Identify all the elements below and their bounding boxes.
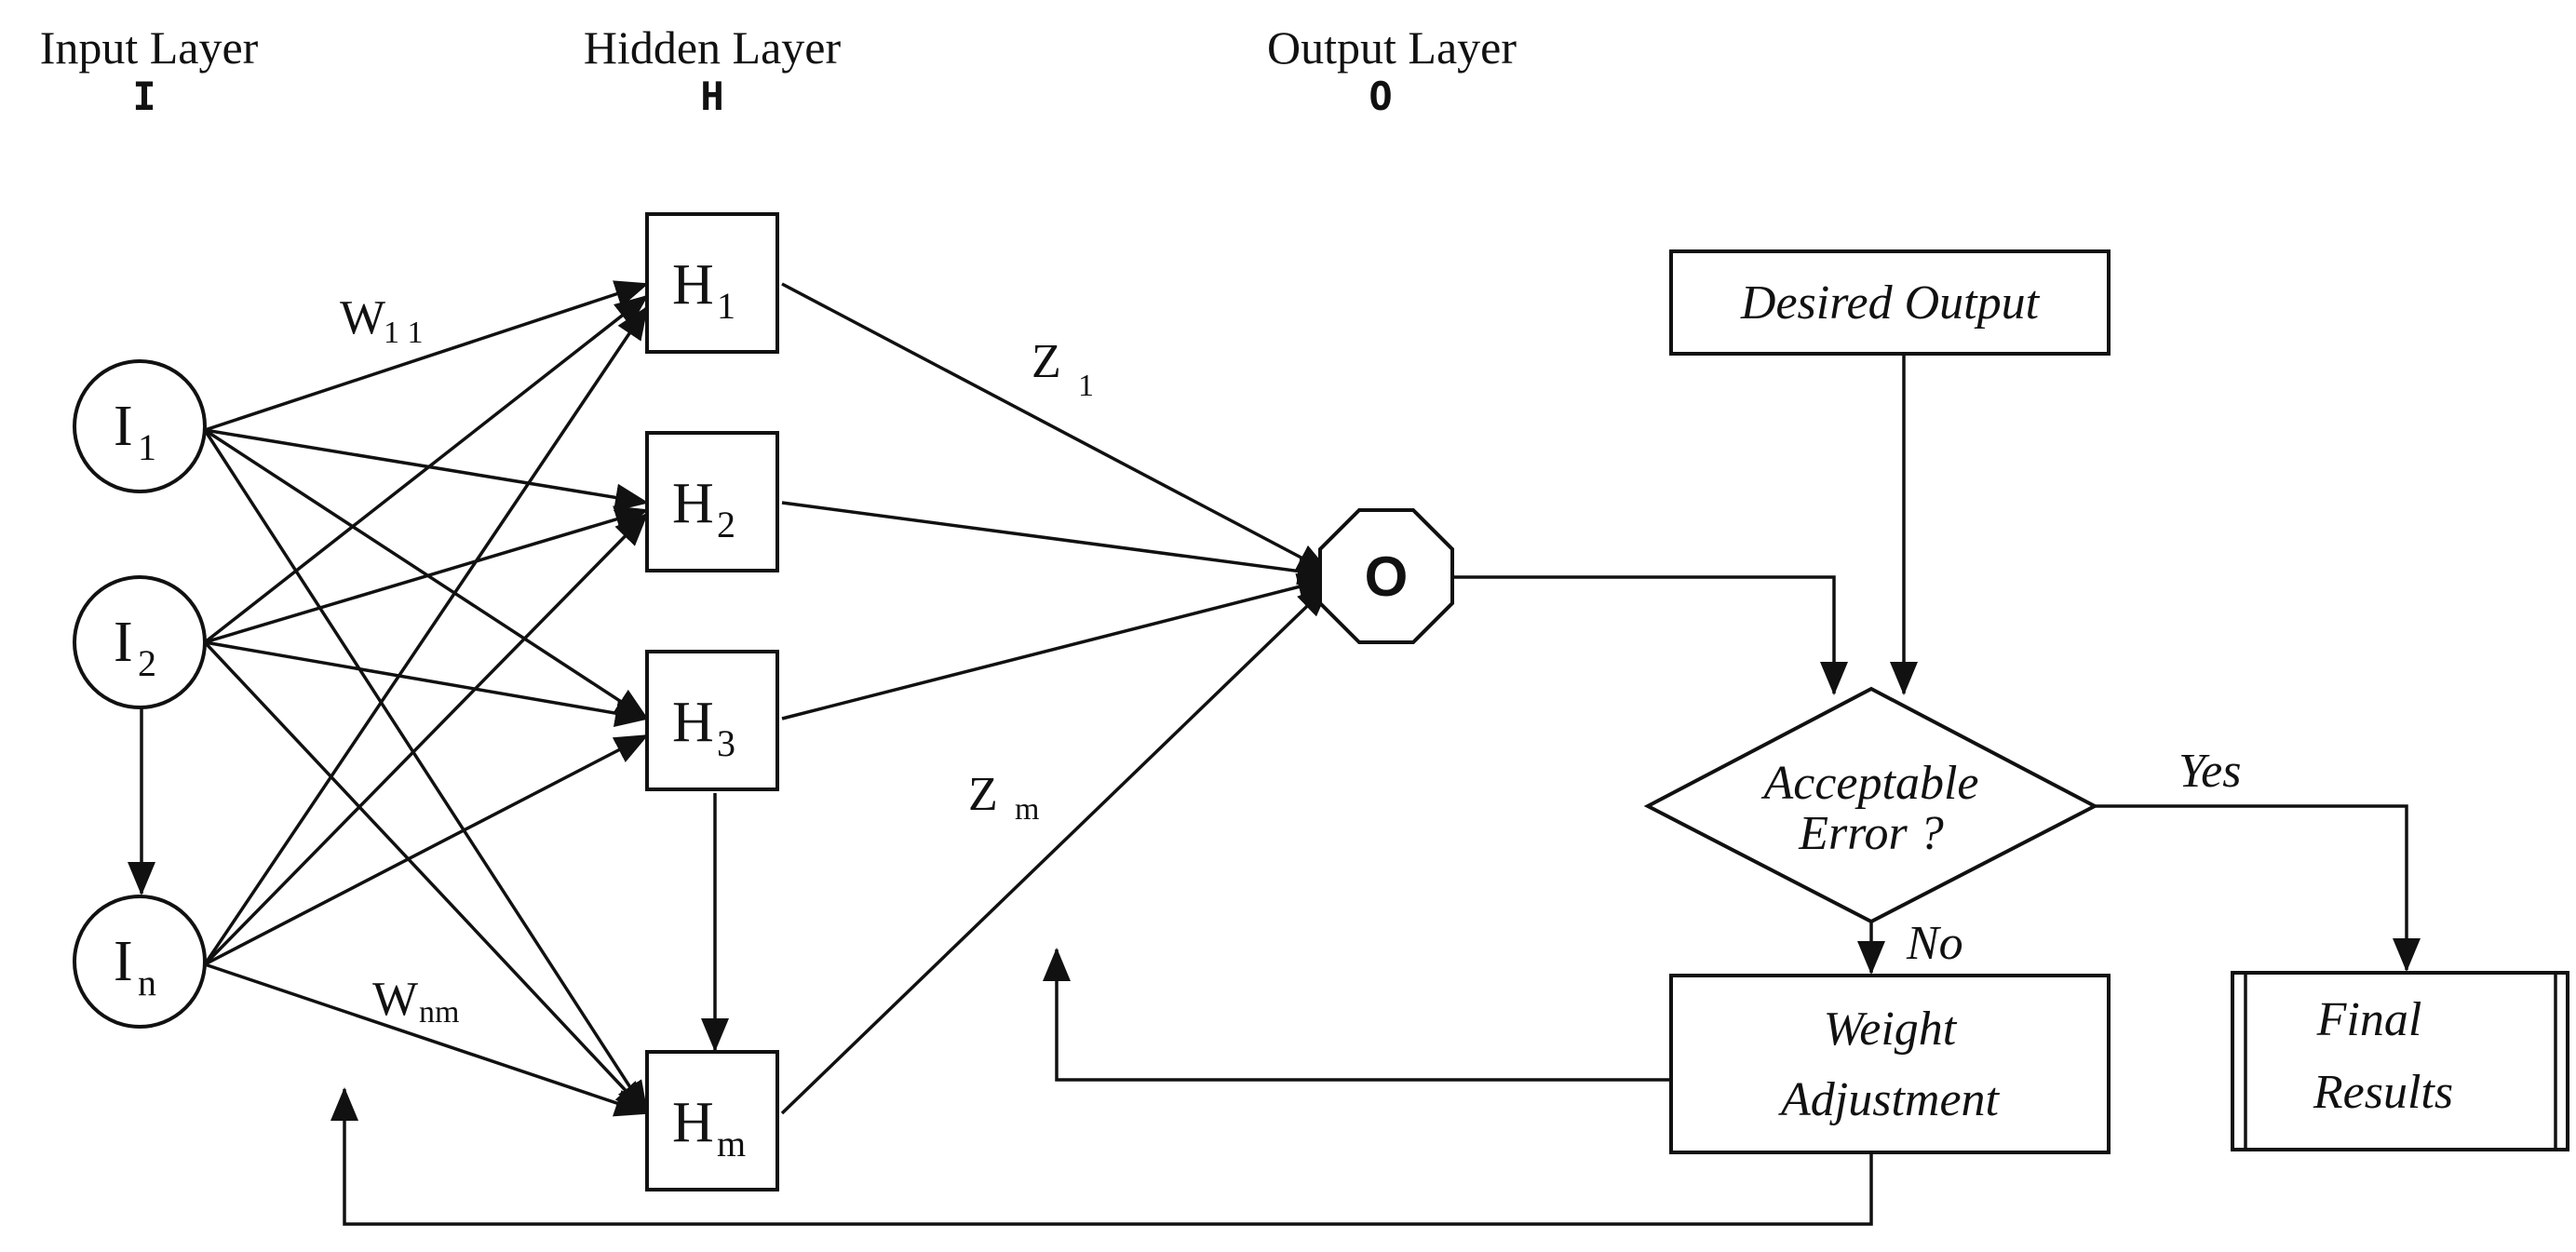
edge-in-h3 bbox=[204, 734, 649, 966]
input-node-1: I 1 bbox=[73, 359, 207, 493]
input-hidden-edges bbox=[203, 280, 649, 1117]
edge-h2-o bbox=[781, 501, 1331, 586]
no-label: No bbox=[1906, 917, 1963, 970]
hidden-node-3: H 3 bbox=[645, 650, 779, 791]
decision-line-1: Acceptable bbox=[1761, 757, 1979, 810]
input-node-n: I n bbox=[73, 895, 207, 1029]
input-node-2-sub: 2 bbox=[138, 642, 156, 684]
weight-z1-base: Z bbox=[1032, 335, 1061, 388]
weight-zm-sub: m bbox=[1015, 792, 1039, 827]
weight-w11-base: W bbox=[340, 291, 385, 344]
hidden-node-2-sub: 2 bbox=[717, 504, 735, 545]
output-node: O bbox=[1318, 508, 1454, 644]
hidden-node-2: H 2 bbox=[645, 431, 779, 572]
weight-w11: W 1 1 bbox=[340, 291, 424, 350]
weight-adjustment-box: Weight Adjustment bbox=[1669, 974, 2111, 1154]
decision-diamond: Acceptable Error ? bbox=[1643, 686, 2099, 924]
input-node-2: I 2 bbox=[73, 575, 207, 709]
weight-z1: Z 1 bbox=[1032, 335, 1094, 403]
hidden-node-1: H 1 bbox=[645, 212, 779, 354]
output-layer-letter: O bbox=[1369, 74, 1392, 119]
hidden-node-m-label: H bbox=[672, 1091, 714, 1154]
hidden-output-edges bbox=[780, 282, 1331, 1115]
edge-in-h1 bbox=[203, 305, 649, 965]
weight-wnm: W nm bbox=[372, 973, 459, 1030]
hidden-layer-title: Hidden Layer bbox=[584, 21, 842, 74]
final-results-line-1: Final bbox=[2316, 993, 2422, 1046]
edge-i1-h3 bbox=[204, 428, 649, 720]
weight-zm-base: Z bbox=[968, 768, 998, 821]
feedback-arrow-hidden bbox=[1043, 948, 1671, 1082]
final-results-line-2: Results bbox=[2313, 1066, 2453, 1119]
input-layer-letter: I bbox=[132, 74, 155, 119]
input-node-1-sub: 1 bbox=[138, 426, 156, 468]
edge-h3-o bbox=[781, 572, 1331, 720]
desired-output-label: Desired Output bbox=[1740, 276, 2041, 330]
weight-z1-sub: 1 bbox=[1078, 369, 1094, 403]
hidden-node-2-label: H bbox=[672, 472, 714, 535]
edge-i2-h2 bbox=[204, 505, 649, 644]
hidden-node-m: H m bbox=[645, 1050, 779, 1191]
input-node-n-sub: n bbox=[138, 962, 156, 1003]
input-layer-title: Input Layer bbox=[40, 21, 259, 74]
input-node-2-label: I bbox=[114, 611, 133, 674]
hidden-layer-letter: H bbox=[700, 74, 723, 119]
output-layer-title: Output Layer bbox=[1267, 21, 1517, 74]
edge-i2-h1 bbox=[203, 294, 649, 644]
desired-output-box: Desired Output bbox=[1669, 249, 2111, 356]
weight-wnm-base: W bbox=[372, 973, 418, 1026]
output-node-label: O bbox=[1365, 545, 1409, 608]
hidden-node-3-label: H bbox=[672, 691, 714, 754]
hidden-node-m-sub: m bbox=[717, 1123, 746, 1164]
edge-i1-h2 bbox=[204, 428, 649, 512]
edge-i2-hm bbox=[203, 640, 649, 1115]
weight-adjustment-line-2: Adjustment bbox=[1778, 1073, 2001, 1126]
edge-i2-h3 bbox=[204, 640, 649, 727]
decision-line-2: Error ? bbox=[1798, 807, 1944, 860]
hidden-node-1-label: H bbox=[672, 253, 714, 316]
input-node-n-label: I bbox=[114, 930, 133, 993]
final-results-box: Final Results bbox=[2231, 971, 2569, 1151]
hidden-node-1-sub: 1 bbox=[717, 285, 735, 327]
input-node-1-label: I bbox=[114, 395, 133, 458]
edge-i1-hm bbox=[203, 429, 649, 1115]
weight-zm: Z m bbox=[968, 768, 1039, 827]
edge-in-hm bbox=[204, 963, 649, 1117]
edge-h1-o bbox=[781, 282, 1331, 574]
weight-adjustment-line-1: Weight bbox=[1824, 1003, 1958, 1056]
edge-i1-h1 bbox=[204, 280, 649, 432]
weight-w11-sub: 1 1 bbox=[384, 316, 424, 350]
edge-output-decision bbox=[1454, 575, 1848, 695]
yes-label: Yes bbox=[2178, 745, 2241, 798]
weight-wnm-sub: nm bbox=[419, 995, 459, 1030]
edge-hm-o bbox=[780, 583, 1331, 1115]
hidden-node-3-sub: 3 bbox=[717, 722, 735, 764]
feedback-arrow-input bbox=[330, 1087, 1873, 1226]
edge-in-h2 bbox=[203, 512, 649, 966]
edge-decision-final bbox=[2095, 804, 2421, 972]
